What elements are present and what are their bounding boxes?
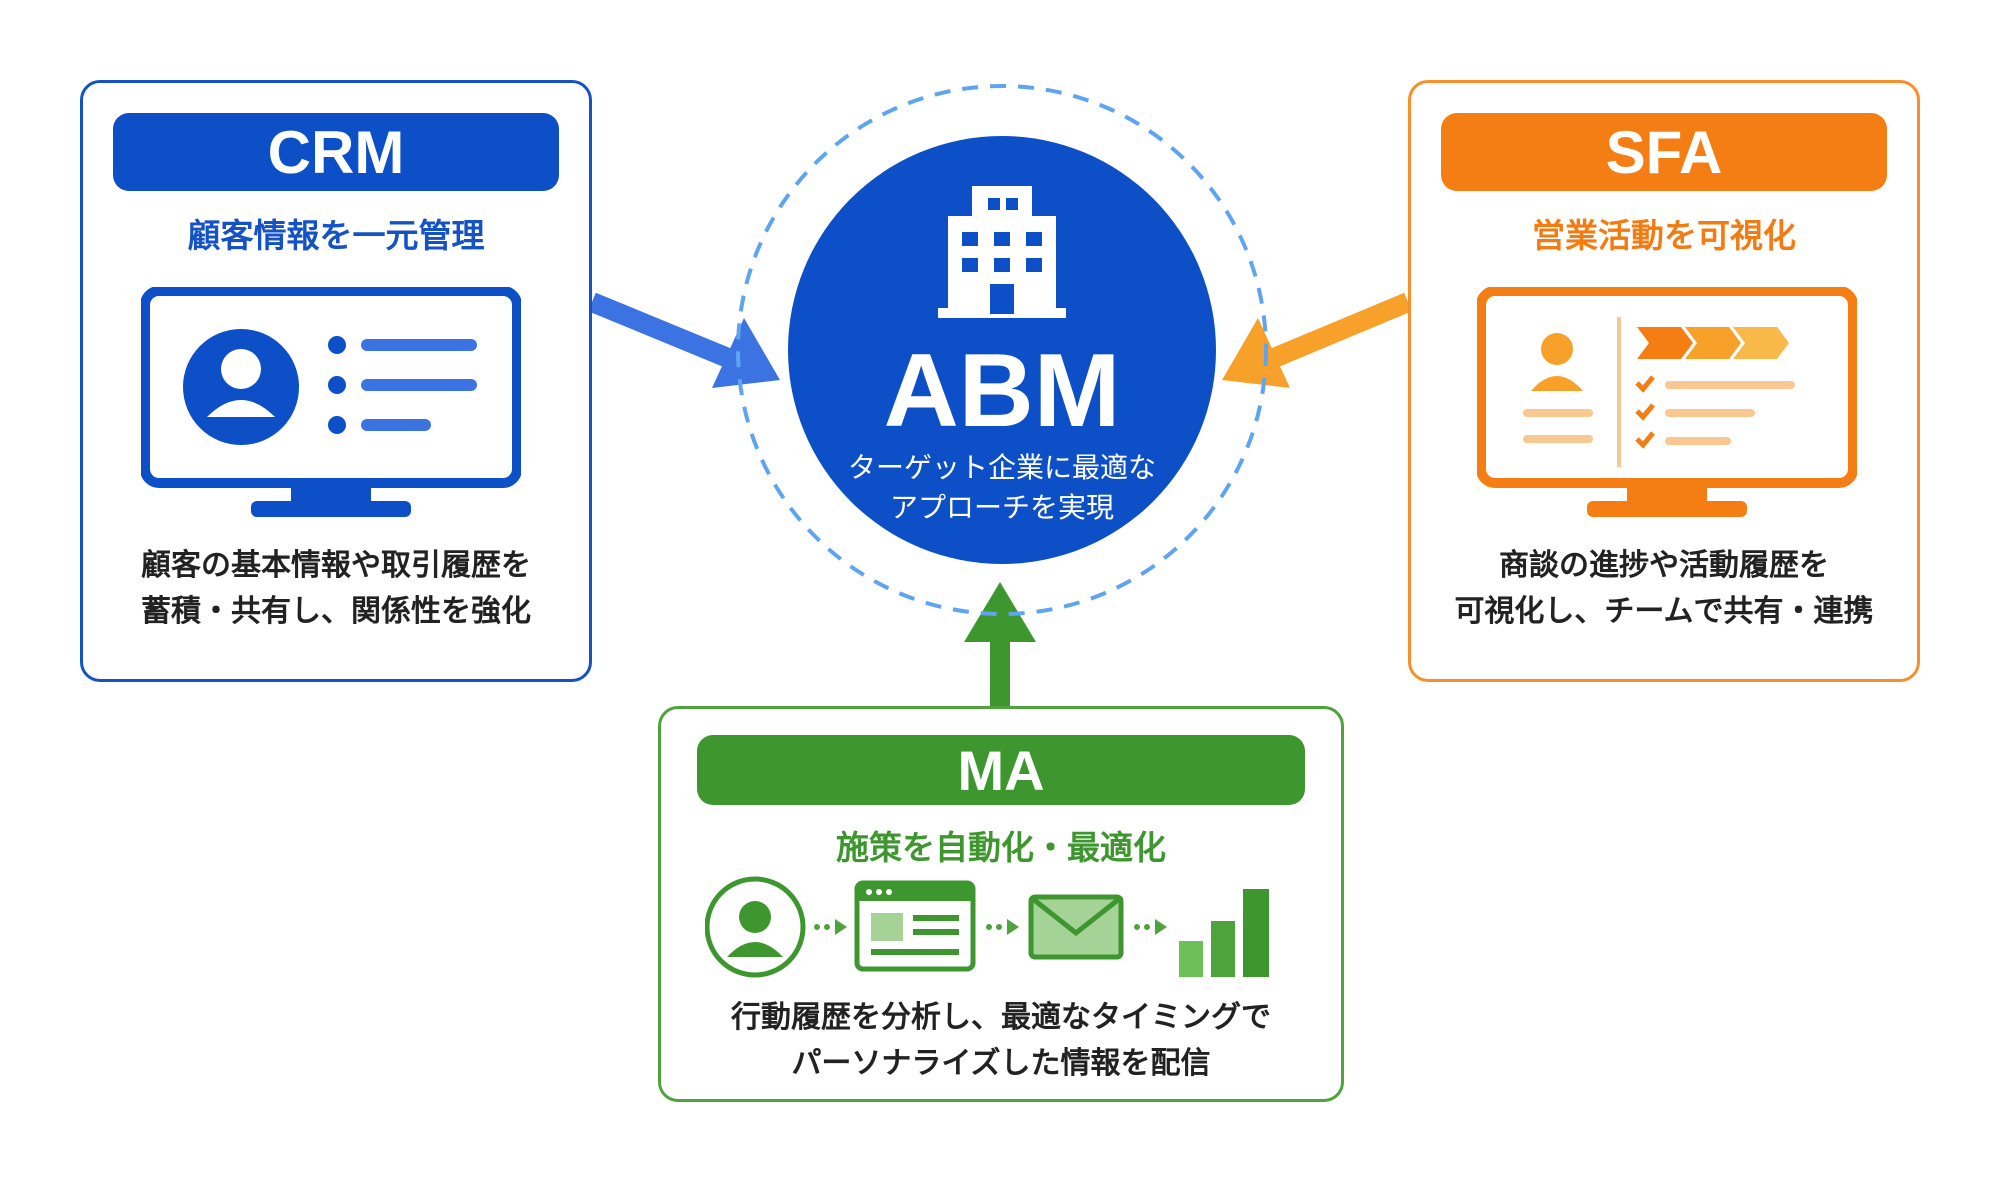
abm-subtitle-line2: アプローチを実現 xyxy=(889,491,1114,524)
abm-circle xyxy=(736,84,1268,616)
ma-flow-icons xyxy=(705,876,1269,978)
sfa-header: SFA xyxy=(1441,113,1887,191)
monitor-profile-icon xyxy=(141,287,521,517)
ma-description: 行動履歴を分析し、最適なタイミングで パーソナライズした情報を配信 xyxy=(731,1000,1271,1081)
sfa-card: SFA 営業活動を可視化 商談の進捗や活動履歴を 可視化し、チームで共有・連携 xyxy=(1408,80,1920,682)
crm-description: 顧客の基本情報や取引履歴を 蓄積・共有し、関係性を強化 xyxy=(141,548,531,629)
ma-subtitle: 施策を自動化・最適化 xyxy=(836,828,1166,867)
building-icon xyxy=(938,186,1066,318)
abm-subtitle-line1: ターゲット企業に最適な xyxy=(847,451,1156,484)
mail-icon xyxy=(1028,894,1124,960)
sfa-subtitle: 営業活動を可視化 xyxy=(1532,216,1796,255)
monitor-checklist-icon xyxy=(1477,287,1857,517)
ma-card: MA 施策を自動化・最適化 xyxy=(658,706,1344,1102)
sfa-description: 商談の進捗や活動履歴を 可視化し、チームで共有・連携 xyxy=(1454,548,1874,629)
ma-header: MA xyxy=(697,735,1305,805)
bar-growth-icon xyxy=(1179,889,1269,977)
crm-card: CRM 顧客情報を一元管理 顧客の基本情報や取引履歴を 蓄積・共有し、関係性を強… xyxy=(80,80,592,682)
abm-title: ABM xyxy=(883,333,1121,449)
crm-subtitle: 顧客情報を一元管理 xyxy=(187,216,485,255)
user-icon xyxy=(705,876,806,978)
crm-header: CRM xyxy=(113,113,559,191)
webpage-icon xyxy=(854,880,976,972)
